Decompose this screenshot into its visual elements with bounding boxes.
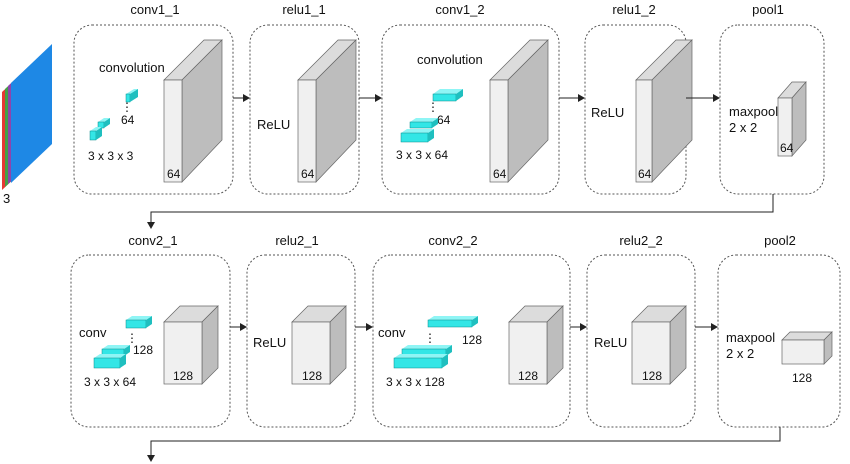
operation-label: ReLU	[594, 335, 627, 350]
block-channel-count: 128	[173, 369, 193, 383]
stage-frame	[586, 254, 696, 428]
stage-title: conv2_2	[428, 233, 477, 248]
kernel-size-label: 3 x 3 x 64	[396, 148, 448, 162]
stage-frame	[584, 24, 687, 195]
block-channel-count: 128	[792, 371, 812, 385]
operation-label-line2: 2 x 2	[726, 346, 754, 361]
arrowhead	[366, 323, 373, 331]
stage-conv2-2: conv2_2 conv ⋮ 128 3 x 3 x 128 128	[372, 233, 571, 428]
kernel-size-label: 3 x 3 x 64	[84, 375, 136, 389]
feature-block	[297, 39, 357, 183]
arrowhead	[713, 94, 720, 102]
filter-count: 64	[121, 113, 135, 127]
operation-label: conv	[378, 325, 406, 340]
stage-relu2-1: relu2_1 ReLU 128	[246, 233, 356, 428]
block-channel-count: 64	[301, 167, 315, 181]
stage-frame	[381, 24, 560, 195]
operation-label-line1: maxpool	[726, 330, 775, 345]
stage-title: conv2_1	[128, 233, 177, 248]
stage-frame	[70, 254, 231, 428]
stage-title: relu1_1	[282, 2, 325, 17]
stage-frame	[717, 254, 841, 428]
stage-frame	[719, 24, 825, 195]
stage-pool1: pool1 maxpool 2 x 2 64	[719, 2, 825, 195]
feature-block	[631, 305, 687, 385]
filter-count: 128	[133, 343, 153, 357]
stage-title: relu2_1	[275, 233, 318, 248]
kernel-icon	[93, 345, 130, 369]
block-channel-count: 64	[167, 167, 181, 181]
filter-count: 64	[437, 113, 451, 127]
kernel-icon	[125, 316, 152, 329]
stage-frame	[249, 24, 360, 195]
arrowhead	[147, 455, 155, 462]
operation-label: convolution	[99, 60, 165, 75]
feature-block	[781, 331, 833, 365]
ellipsis: ⋮	[121, 100, 133, 114]
kernel-size-label: 3 x 3 x 128	[386, 375, 445, 389]
operation-label: conv	[79, 325, 107, 340]
operation-label: convolution	[417, 52, 483, 67]
feature-block	[777, 81, 807, 157]
stage-relu2-2: relu2_2 ReLU 128	[586, 233, 696, 428]
input-image-stack: 3	[2, 44, 52, 206]
row-wrap-connector	[150, 194, 774, 222]
kernel-icon	[125, 89, 138, 103]
block-channel-count: 128	[642, 369, 662, 383]
kernel-icon	[89, 118, 110, 141]
stage-conv1-1: conv1_1 convolution ⋮ 64 3 x 3 x 3 64	[73, 2, 234, 195]
kernel-icon	[432, 89, 463, 102]
ellipsis: ⋮	[424, 331, 436, 345]
stage-frame	[372, 254, 571, 428]
filter-count: 128	[462, 333, 482, 347]
feature-block	[508, 305, 564, 385]
kernel-size-label: 3 x 3 x 3	[88, 149, 134, 163]
stage-title: relu2_2	[619, 233, 662, 248]
feature-block	[163, 39, 223, 183]
arrowhead	[147, 222, 155, 229]
operation-label: ReLU	[253, 335, 286, 350]
stage-conv2-1: conv2_1 conv ⋮ 128 3 x 3 x 64 128	[70, 233, 231, 428]
feature-block	[163, 305, 219, 385]
operation-label: ReLU	[257, 117, 290, 132]
operation-label-line2: 2 x 2	[729, 120, 757, 135]
arrowhead	[711, 323, 718, 331]
arrowhead	[578, 94, 585, 102]
feature-block	[291, 305, 347, 385]
input-channel-blue	[11, 44, 52, 183]
arrowhead	[375, 94, 382, 102]
kernel-icon	[427, 316, 478, 328]
stage-title: pool1	[752, 2, 784, 17]
feature-block	[489, 39, 549, 183]
operation-label-line1: maxpool	[729, 104, 778, 119]
operation-label: ReLU	[591, 105, 624, 120]
stage-relu1-1: relu1_1 ReLU 64	[249, 2, 360, 195]
continuation-connector	[150, 427, 781, 455]
stage-title: relu1_2	[612, 2, 655, 17]
stage-frame	[246, 254, 356, 428]
ellipsis: ⋮	[427, 100, 439, 114]
stage-relu1-2: relu1_2 ReLU 64	[584, 2, 693, 195]
block-channel-count: 64	[780, 141, 794, 155]
stage-title: pool2	[764, 233, 796, 248]
kernel-icon	[393, 345, 452, 369]
stage-title: conv1_2	[435, 2, 484, 17]
input-channels-label: 3	[3, 191, 10, 206]
arrowhead	[243, 94, 250, 102]
arrowhead	[580, 323, 587, 331]
stage-pool2: pool2 maxpool 2 x 2 128	[717, 233, 841, 428]
feature-block	[635, 39, 693, 183]
stage-title: conv1_1	[130, 2, 179, 17]
block-channel-count: 128	[302, 369, 322, 383]
block-channel-count: 64	[638, 167, 652, 181]
arrowhead	[240, 323, 247, 331]
block-channel-count: 128	[518, 369, 538, 383]
kernel-icon	[400, 118, 438, 143]
ellipsis: ⋮	[126, 331, 138, 345]
block-channel-count: 64	[493, 167, 507, 181]
stage-frame	[73, 24, 234, 195]
stage-conv1-2: conv1_2 convolution ⋮ 64 3 x 3 x 64 64	[381, 2, 560, 195]
